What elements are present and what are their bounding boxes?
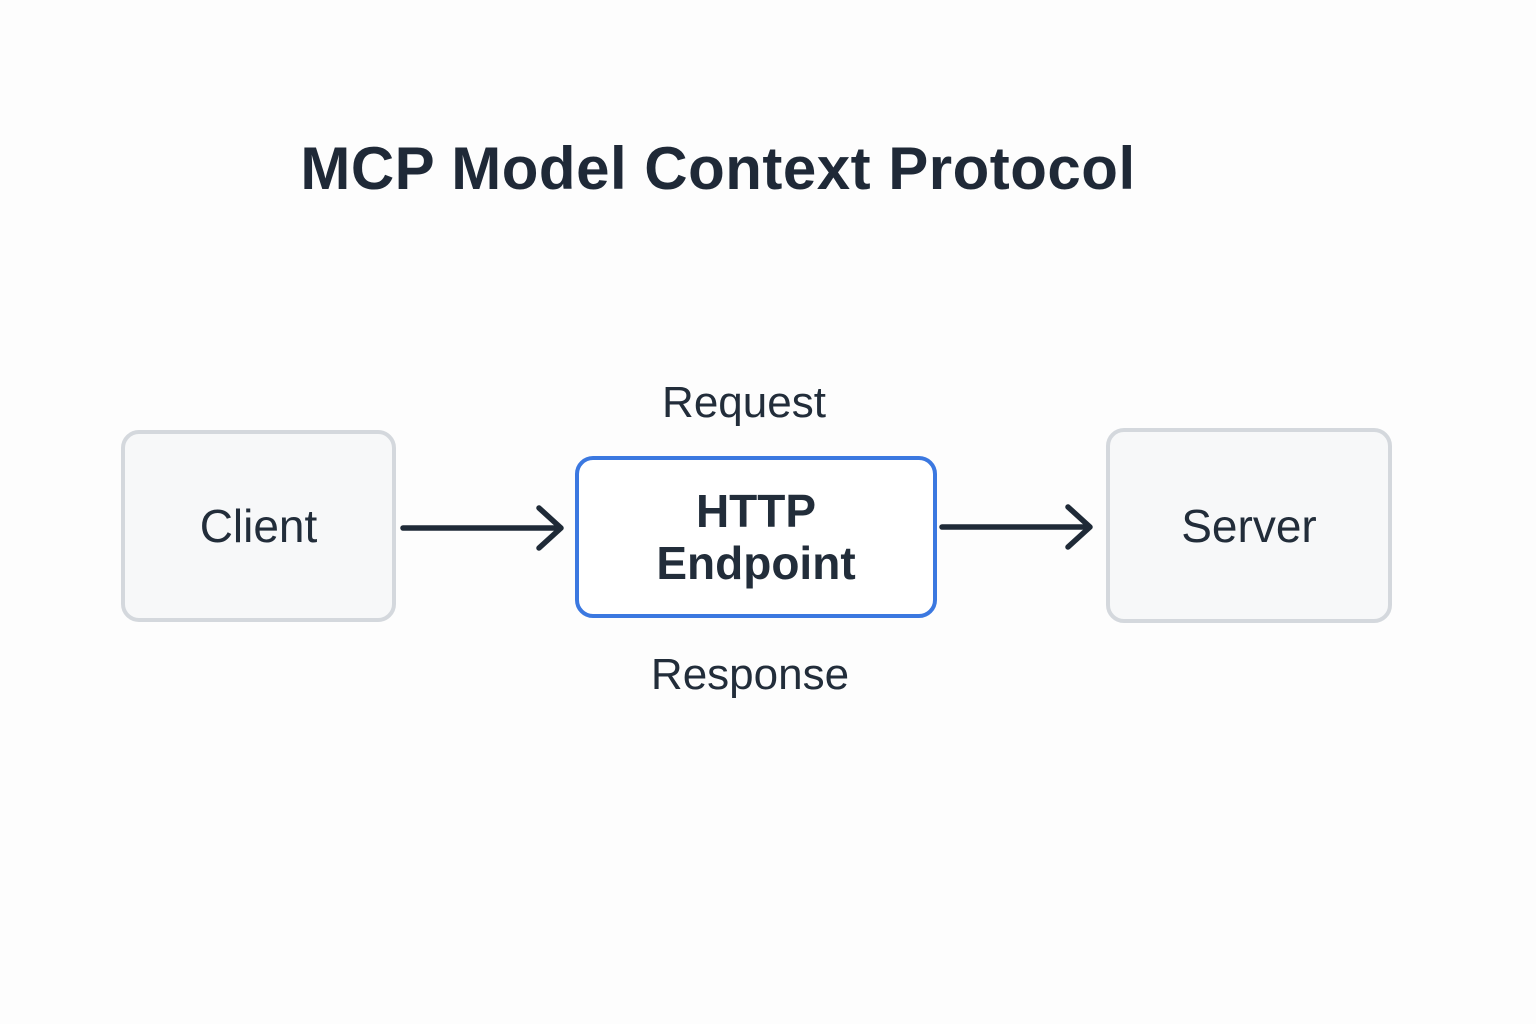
client-node-label: Client bbox=[199, 500, 318, 552]
response-label: Response bbox=[650, 650, 850, 699]
diagram-title: MCP Model Context Protocol bbox=[300, 135, 1136, 202]
client-to-endpoint-arrow bbox=[400, 505, 564, 551]
http-endpoint-node: HTTP Endpoint bbox=[575, 456, 937, 618]
server-node: Server bbox=[1106, 428, 1392, 623]
endpoint-to-server-arrow bbox=[939, 504, 1093, 550]
http-endpoint-node-label: HTTP Endpoint bbox=[656, 484, 856, 589]
request-label: Request bbox=[662, 378, 826, 427]
server-node-label: Server bbox=[1181, 499, 1317, 552]
client-node: Client bbox=[121, 430, 396, 622]
